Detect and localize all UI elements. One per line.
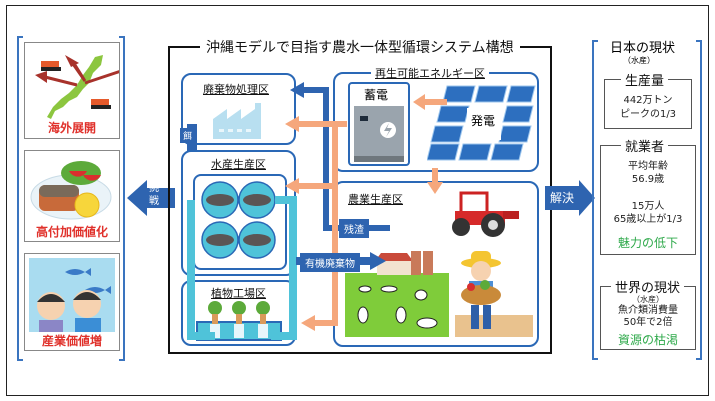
workers-line-5: 65歳以上が1/3 xyxy=(613,214,683,225)
fish-dish-icon xyxy=(30,161,112,220)
right-arrow-icon xyxy=(545,180,595,216)
renewable-zone: 再生可能エネルギー区 蓄電 発電 xyxy=(333,65,539,172)
industry-value-label: 産業価値増 xyxy=(41,334,102,348)
water-circulation-pipe xyxy=(187,196,297,340)
workers-box: 就業者 平均年齢 56.9歳 15万人 65歳以上が1/3 魅力の低下 xyxy=(600,136,696,255)
right-bracket xyxy=(592,40,702,360)
high-value-label: 高付加価値化 xyxy=(35,225,108,239)
storage-label: 蓄電 xyxy=(364,88,389,102)
feed-label: 餌 xyxy=(180,128,196,143)
hydroponic-plants-icon xyxy=(196,301,282,341)
overseas-expansion-card: 海外展開 xyxy=(24,42,120,139)
production-line-1: 442万トン xyxy=(623,95,673,106)
renewable-zone-title: 再生可能エネルギー区 xyxy=(371,65,489,81)
organic-waste-label: 有機廃棄物 xyxy=(300,253,360,272)
workers-line-1: 平均年齢 xyxy=(628,161,668,172)
battery-storage: 蓄電 xyxy=(348,82,410,166)
waste-zone: 廃棄物処理区 xyxy=(181,73,296,145)
solution-arrow: 解決 xyxy=(545,180,595,216)
farm-cows-icon xyxy=(345,251,449,337)
fish-tanks-icon xyxy=(193,174,287,270)
plant-factory-zone-title: 植物工場区 xyxy=(211,287,266,300)
battery-icon xyxy=(354,106,404,162)
japan-status-title: 日本の現状 xyxy=(607,37,679,56)
energy-flow-link xyxy=(333,121,347,127)
workers-line-2: 56.9歳 xyxy=(631,174,665,185)
generation-label: 発電 xyxy=(471,114,496,128)
solution-label: 解決 xyxy=(550,191,575,205)
left-arrow-icon xyxy=(127,180,175,216)
japan-conclusion: 魅力の低下 xyxy=(617,236,678,250)
organic-waste-arrow: 有機廃棄物 xyxy=(296,252,386,272)
world-line-1: 魚介類消費量 xyxy=(618,305,678,316)
farmer-icon xyxy=(455,251,533,337)
high-value-card: 高付加価値化 xyxy=(24,150,120,242)
tractor-icon xyxy=(452,191,519,237)
production-box: 生産量 442万トン ピークの1/3 xyxy=(604,70,692,129)
aquaculture-zone: 水産生産区 xyxy=(181,150,296,276)
production-title: 生産量 xyxy=(621,70,669,89)
world-status-subtitle: （水産） xyxy=(632,295,664,304)
outer-frame xyxy=(6,5,709,396)
solar-panels-icon xyxy=(427,85,536,161)
waste-zone-title: 廃棄物処理区 xyxy=(203,83,269,96)
aquarium-children-icon xyxy=(29,258,115,346)
world-line-2: 50年で2倍 xyxy=(623,317,673,328)
workers-title: 就業者 xyxy=(621,136,669,155)
world-status-box: 世界の現状 （水産） 魚介類消費量 50年で2倍 資源の枯渇 xyxy=(600,277,696,350)
challenge-arrow: 挑戦 xyxy=(127,178,175,218)
world-status-title: 世界の現状 xyxy=(611,277,685,296)
challenge-label: 挑戦 xyxy=(149,183,159,207)
residue-label: 残渣 xyxy=(339,219,369,238)
aquaculture-zone-title: 水産生産区 xyxy=(211,158,266,171)
left-bracket xyxy=(17,36,125,361)
factory-icon xyxy=(213,103,261,139)
diagram-title: 沖縄モデルで目指す農水一体型循環システム構想 xyxy=(200,37,520,57)
workers-line-4: 15万人 xyxy=(631,201,665,212)
overseas-expansion-label: 海外展開 xyxy=(47,121,96,135)
agriculture-zone-title: 農業生産区 xyxy=(348,193,403,206)
japan-map-ships-icon xyxy=(35,55,119,119)
world-conclusion: 資源の枯渇 xyxy=(617,333,678,347)
energy-flow-arrows xyxy=(285,94,447,331)
japan-status-subtitle: （水産） xyxy=(623,56,655,65)
production-line-2: ピークの1/3 xyxy=(619,109,677,120)
industry-value-card: 産業価値増 xyxy=(24,253,120,351)
